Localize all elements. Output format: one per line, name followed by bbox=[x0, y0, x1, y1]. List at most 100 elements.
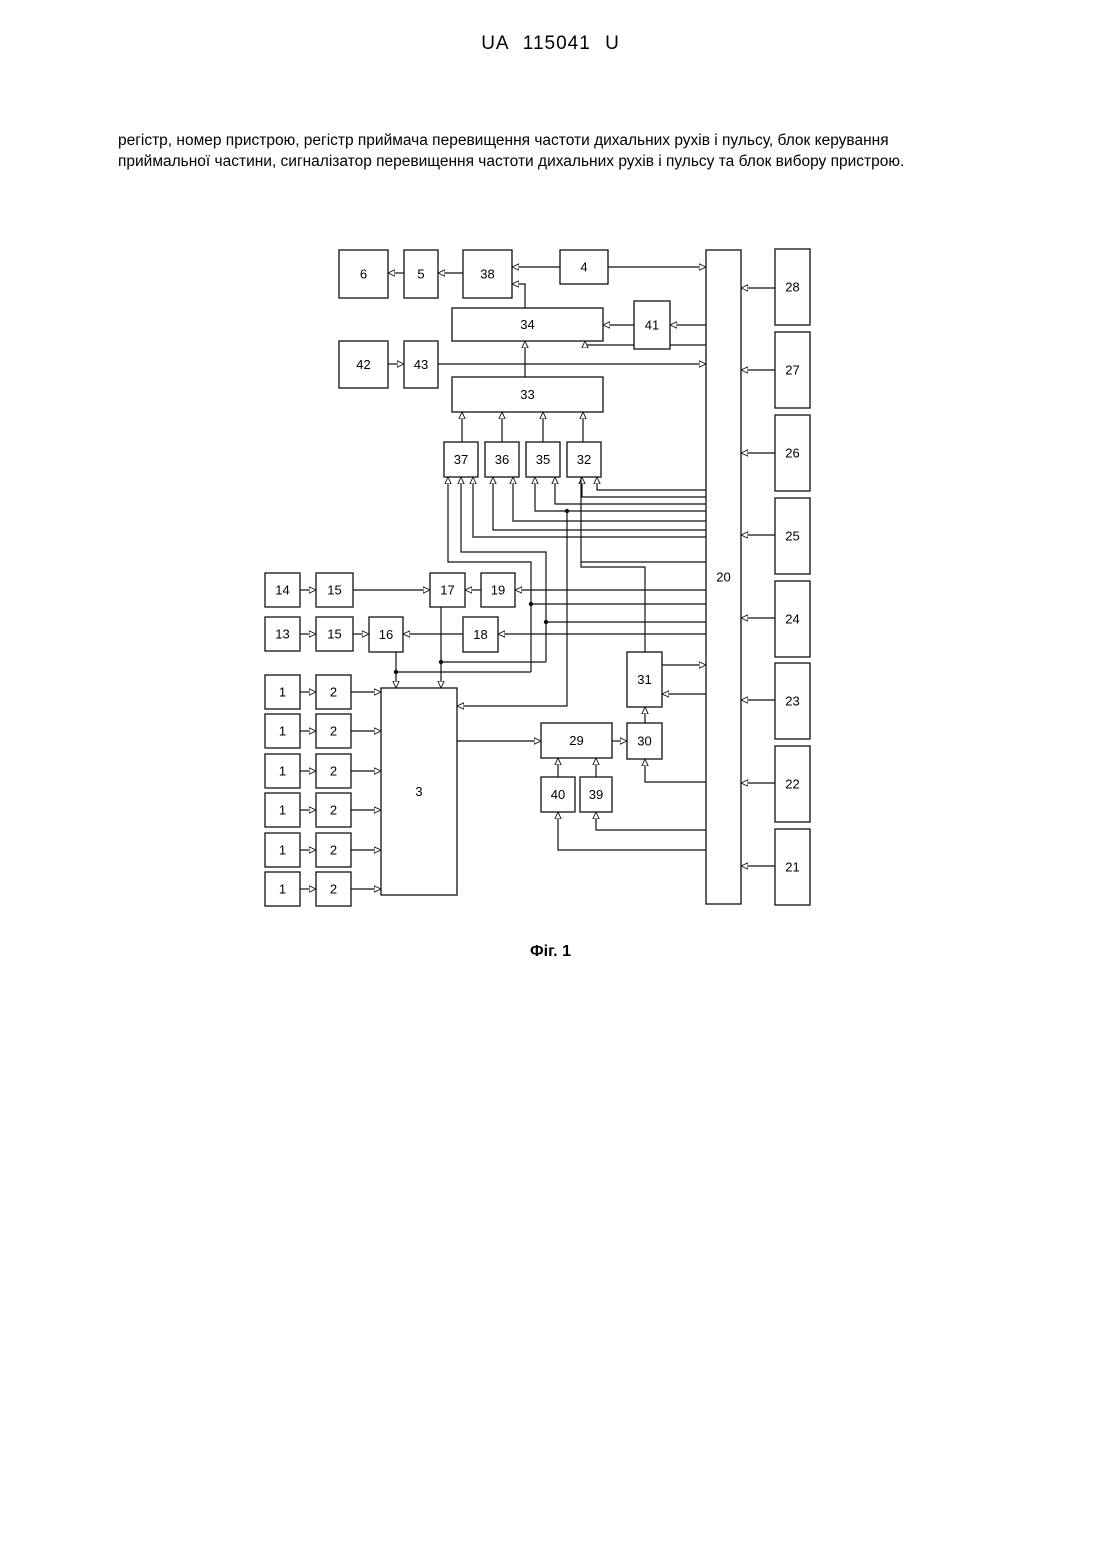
block-32-label: 32 bbox=[577, 452, 591, 467]
block-18-label: 18 bbox=[473, 627, 487, 642]
block-2-row-5-label: 2 bbox=[330, 843, 337, 858]
block-28: 28 bbox=[775, 249, 810, 325]
block-19-label: 19 bbox=[491, 583, 505, 598]
block-31-label: 31 bbox=[637, 672, 651, 687]
block-2-row-4-label: 2 bbox=[330, 803, 337, 818]
block-2-row-1-label: 2 bbox=[330, 685, 337, 700]
block-40: 40 bbox=[541, 777, 575, 812]
block-13: 13 bbox=[265, 617, 300, 651]
block-3-label: 3 bbox=[415, 784, 422, 799]
signal-line bbox=[535, 477, 706, 511]
block-36: 36 bbox=[485, 442, 519, 477]
block-24-label: 24 bbox=[785, 612, 799, 627]
block-1-row-6: 1 bbox=[265, 872, 300, 906]
block-39: 39 bbox=[580, 777, 612, 812]
block-21-label: 21 bbox=[785, 860, 799, 875]
block-29-label: 29 bbox=[569, 733, 583, 748]
block-1-row-4-label: 1 bbox=[279, 803, 286, 818]
block-15-lower: 15 bbox=[316, 617, 353, 651]
block-4-label: 4 bbox=[580, 260, 587, 275]
block-2-row-6-label: 2 bbox=[330, 882, 337, 897]
block-2-row-4: 2 bbox=[316, 793, 351, 827]
junction-dot bbox=[439, 660, 443, 664]
block-34-label: 34 bbox=[520, 317, 534, 332]
block-18: 18 bbox=[463, 617, 498, 652]
diagram-blocks: 2028272625242322216538434414243333736353… bbox=[265, 249, 810, 906]
block-35-label: 35 bbox=[536, 452, 550, 467]
block-15-lower-label: 15 bbox=[327, 627, 341, 642]
block-41-label: 41 bbox=[645, 318, 659, 333]
signal-line bbox=[473, 477, 706, 537]
block-25: 25 bbox=[775, 498, 810, 574]
signal-line bbox=[645, 759, 706, 782]
block-16-label: 16 bbox=[379, 627, 393, 642]
block-28-label: 28 bbox=[785, 280, 799, 295]
block-6: 6 bbox=[339, 250, 388, 298]
block-20-bus: 20 bbox=[706, 250, 741, 904]
block-25-label: 25 bbox=[785, 529, 799, 544]
signal-line bbox=[582, 477, 706, 497]
figure-caption: Фіг. 1 bbox=[0, 943, 1101, 961]
block-2-row-5: 2 bbox=[316, 833, 351, 867]
block-4: 4 bbox=[560, 250, 608, 284]
block-2-row-6: 2 bbox=[316, 872, 351, 906]
block-1-row-1-label: 1 bbox=[279, 685, 286, 700]
block-1-row-1: 1 bbox=[265, 675, 300, 709]
signal-line bbox=[596, 812, 706, 830]
block-40-label: 40 bbox=[551, 787, 565, 802]
block-1-row-5: 1 bbox=[265, 833, 300, 867]
block-32: 32 bbox=[567, 442, 601, 477]
block-14: 14 bbox=[265, 573, 300, 607]
block-37-label: 37 bbox=[454, 452, 468, 467]
junction-dot bbox=[394, 670, 398, 674]
block-14-label: 14 bbox=[275, 583, 289, 598]
block-29: 29 bbox=[541, 723, 612, 758]
block-5-label: 5 bbox=[417, 267, 424, 282]
block-23: 23 bbox=[775, 663, 810, 739]
block-17: 17 bbox=[430, 573, 465, 607]
block-27: 27 bbox=[775, 332, 810, 408]
block-2-row-3: 2 bbox=[316, 754, 351, 788]
signal-line bbox=[597, 477, 706, 490]
signal-line bbox=[512, 284, 525, 308]
block-19: 19 bbox=[481, 573, 515, 607]
block-42: 42 bbox=[339, 341, 388, 388]
block-31: 31 bbox=[627, 652, 662, 707]
block-21: 21 bbox=[775, 829, 810, 905]
block-22-label: 22 bbox=[785, 777, 799, 792]
block-33-label: 33 bbox=[520, 387, 534, 402]
block-26: 26 bbox=[775, 415, 810, 491]
block-22: 22 bbox=[775, 746, 810, 822]
block-23-label: 23 bbox=[785, 694, 799, 709]
block-34: 34 bbox=[452, 308, 603, 341]
signal-line bbox=[457, 511, 567, 706]
block-2-row-3-label: 2 bbox=[330, 764, 337, 779]
junction-dot bbox=[529, 602, 533, 606]
block-42-label: 42 bbox=[356, 357, 370, 372]
block-36-label: 36 bbox=[495, 452, 509, 467]
block-2-row-1: 2 bbox=[316, 675, 351, 709]
block-24: 24 bbox=[775, 581, 810, 657]
block-3: 3 bbox=[381, 688, 457, 895]
block-15-upper: 15 bbox=[316, 573, 353, 607]
block-6-label: 6 bbox=[360, 267, 367, 282]
block-17-label: 17 bbox=[440, 583, 454, 598]
block-26-label: 26 bbox=[785, 446, 799, 461]
block-41: 41 bbox=[634, 301, 670, 349]
block-2-row-2: 2 bbox=[316, 714, 351, 748]
block-15-upper-label: 15 bbox=[327, 583, 341, 598]
block-38-label: 38 bbox=[480, 267, 494, 282]
block-1-row-4: 1 bbox=[265, 793, 300, 827]
block-1-row-5-label: 1 bbox=[279, 843, 286, 858]
block-30-label: 30 bbox=[637, 734, 651, 749]
block-1-row-2-label: 1 bbox=[279, 724, 286, 739]
block-1-row-2: 1 bbox=[265, 714, 300, 748]
block-2-row-2-label: 2 bbox=[330, 724, 337, 739]
block-5: 5 bbox=[404, 250, 438, 298]
junction-dot bbox=[544, 620, 548, 624]
block-39-label: 39 bbox=[589, 787, 603, 802]
block-43: 43 bbox=[404, 341, 438, 388]
block-20-bus-label: 20 bbox=[716, 570, 730, 585]
block-13-label: 13 bbox=[275, 627, 289, 642]
